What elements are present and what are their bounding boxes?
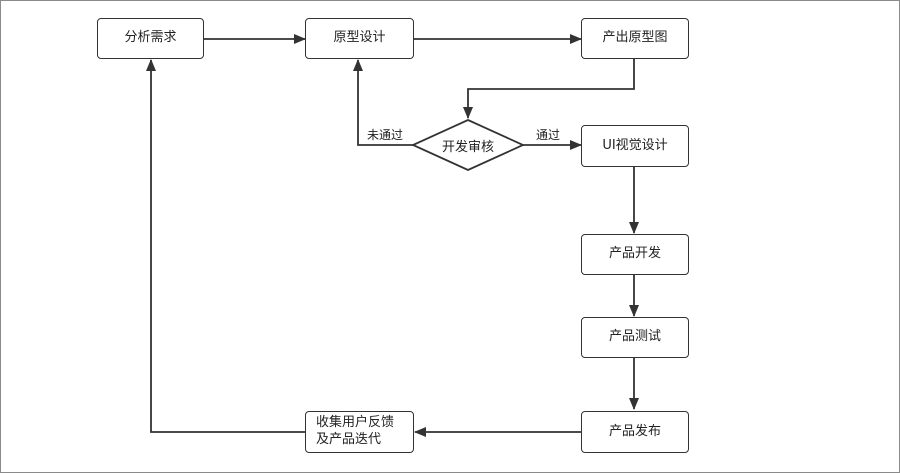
review-decision-label: 开发审核 [441,139,494,155]
edge-label-fail: 未通过 [365,126,406,143]
node-product-development: 产品开发 [581,234,689,275]
node-product-release: 产品发布 [581,411,689,453]
node-output-prototype: 产出原型图 [581,18,689,59]
node-ui-visual-design: UI视觉设计 [581,125,689,167]
review-diamond [410,119,526,171]
node-prototype-design: 原型设计 [305,18,414,59]
node-product-testing: 产品测试 [581,317,689,358]
edge-output-to-review [463,58,635,119]
edge-label-pass: 通过 [534,126,563,143]
node-collect-feedback: 收集用户反馈 及产品迭代 [305,411,414,453]
node-analyze-requirements: 分析需求 [97,18,204,59]
edge-feedback-to-analyze [146,59,305,433]
edge-review-fail [353,59,413,146]
